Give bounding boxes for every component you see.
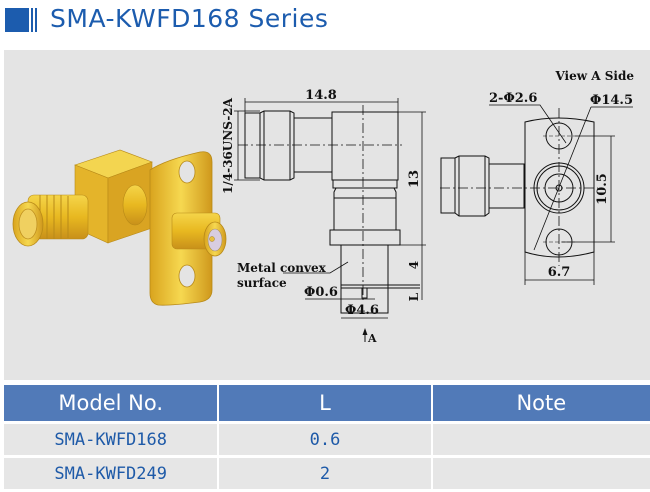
view-arrow-label: A [367, 332, 377, 345]
drawing-panel: 14.8 1/4-36UNS-2A 13 4 L Metal convex su… [4, 50, 650, 380]
spec-table: Model No. L Note SMA-KWFD168 0.6 SMA-KWF… [4, 382, 650, 492]
title-accent-line [31, 8, 33, 32]
dim-spacing: 10.5 [595, 173, 610, 205]
dim-thread: 1/4-36UNS-2A [221, 97, 235, 194]
dim-pin-diameter: Φ0.6 [304, 285, 338, 300]
dim-arc: Φ14.5 [590, 93, 633, 108]
title-accent-line [35, 8, 37, 32]
table-header-row: Model No. L Note [4, 385, 650, 421]
column-header-note: Note [430, 385, 650, 421]
dim-width: 6.7 [548, 265, 571, 280]
page-title: SMA-KWFD168 Series [50, 4, 329, 33]
insulator [207, 228, 223, 252]
table-row: SMA-KWFD168 0.6 [4, 424, 650, 455]
column-header-model: Model No. [4, 385, 218, 421]
cell-note [430, 424, 650, 455]
dim-body-diameter: Φ4.6 [345, 303, 379, 318]
column-header-l: L [217, 385, 431, 421]
cell-l: 2 [217, 458, 431, 489]
dim-length: 14.8 [305, 88, 337, 103]
cell-l: 0.6 [217, 424, 431, 455]
mount-hole [178, 264, 196, 288]
dim-l: L [407, 292, 421, 301]
side-view-drawing [234, 98, 426, 342]
title-accent-block [5, 8, 29, 32]
table-row: SMA-KWFD249 2 [4, 458, 650, 489]
cell-model: SMA-KWFD168 [4, 424, 218, 455]
title-bar: SMA-KWFD168 Series [0, 0, 650, 42]
note-surface: surface [237, 276, 287, 290]
cell-note [430, 458, 650, 489]
mount-hole [178, 160, 196, 184]
dim-holes: 2-Φ2.6 [489, 91, 537, 106]
cell-model: SMA-KWFD249 [4, 458, 218, 489]
dim-height: 13 [407, 170, 422, 188]
dim-pin-length: 4 [407, 261, 421, 269]
view-title: View A Side [554, 69, 634, 83]
end-view-drawing [440, 104, 633, 285]
technical-drawing: 14.8 1/4-36UNS-2A 13 4 L Metal convex su… [12, 69, 634, 345]
connector-photo [12, 149, 227, 306]
note-metal-convex: Metal convex [237, 261, 327, 275]
center-pin [209, 236, 215, 242]
